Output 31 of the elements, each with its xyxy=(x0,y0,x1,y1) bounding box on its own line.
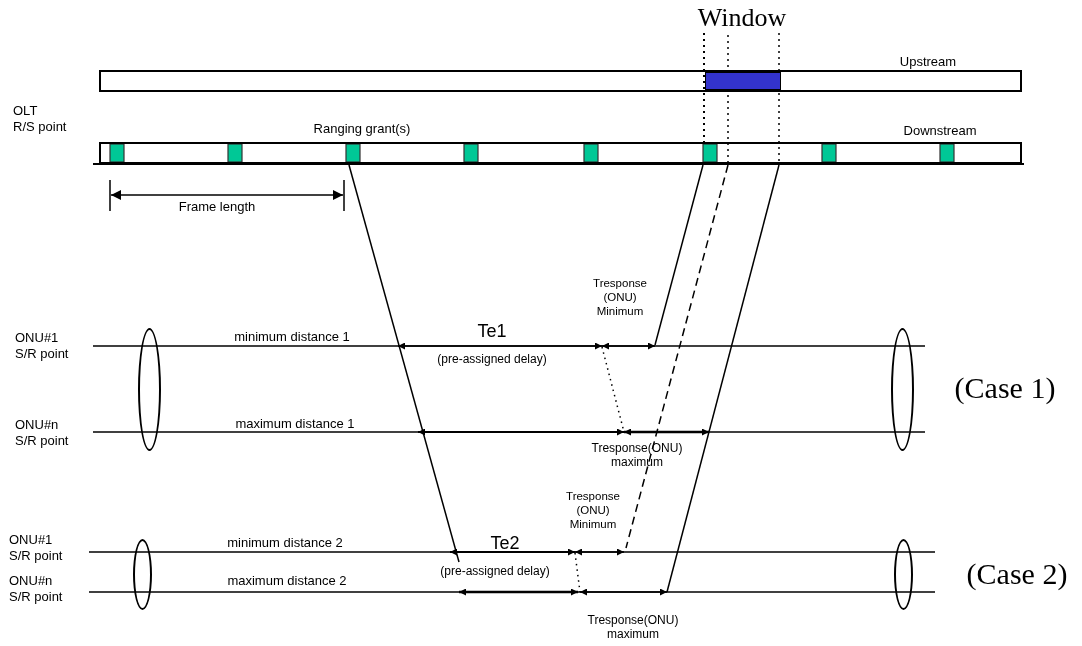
timeline-bar xyxy=(99,70,1022,92)
annotation: Tresponse (ONU) Minimum xyxy=(592,277,648,319)
case-label: (Case 2) xyxy=(965,556,1069,592)
annotation: minimum distance 1 xyxy=(233,329,351,345)
group-ellipse xyxy=(138,328,161,451)
bar-label: Downstream xyxy=(902,123,978,139)
window-slot xyxy=(705,72,781,90)
group-ellipse xyxy=(891,328,914,451)
annotation: maximum distance 2 xyxy=(226,573,348,589)
annotation: minimum distance 2 xyxy=(226,535,344,551)
side-label: ONU#1 S/R point xyxy=(9,532,63,564)
heading: Window xyxy=(696,2,788,34)
dimension-label: Frame length xyxy=(177,199,257,215)
group-ellipse xyxy=(133,539,152,610)
annotation: maximum distance 1 xyxy=(234,416,356,432)
bar-label: Upstream xyxy=(898,54,958,70)
annotation: Tresponse(ONU) maximum xyxy=(590,441,684,470)
side-label: ONU#n S/R point xyxy=(15,417,69,449)
annotation: Tresponse(ONU) maximum xyxy=(586,613,680,642)
annotation: (pre-assigned delay) xyxy=(439,564,551,579)
annotation: (pre-assigned delay) xyxy=(436,352,548,367)
side-label: OLT R/S point xyxy=(13,103,67,135)
case-label: (Case 1) xyxy=(953,370,1057,406)
dimension-label: Te1 xyxy=(476,321,508,343)
side-label: ONU#n S/R point xyxy=(9,573,63,605)
group-ellipse xyxy=(894,539,913,610)
dimension-label: Te2 xyxy=(489,533,521,555)
side-label: ONU#1 S/R point xyxy=(15,330,69,362)
annotation: Ranging grant(s) xyxy=(312,121,412,137)
annotation: Tresponse (ONU) Minimum xyxy=(565,490,621,532)
timeline-bar xyxy=(99,142,1022,164)
